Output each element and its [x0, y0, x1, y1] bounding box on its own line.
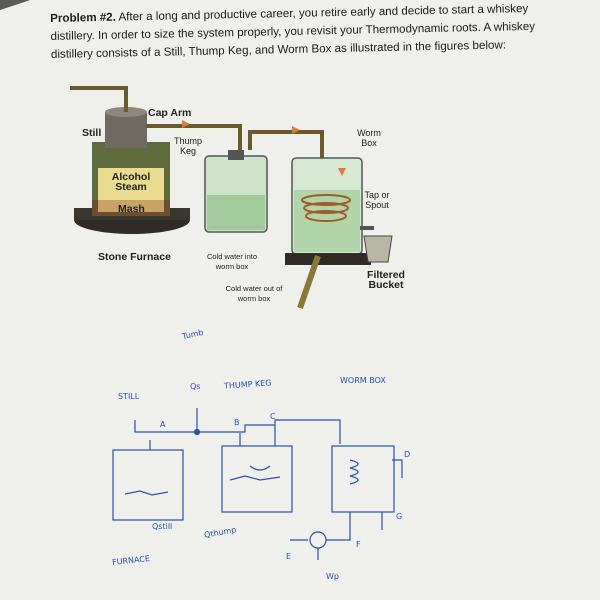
hw-q-still: Qstill: [152, 522, 173, 531]
cap-arm-pipe: [70, 86, 128, 112]
worm-pipe: [248, 130, 324, 160]
label-tap-or-spout: Tap or Spout: [364, 190, 390, 210]
label-worm-box: Worm Box: [357, 128, 381, 148]
label-still: Still: [82, 127, 102, 139]
label-alcohol-steam: Alcohol Steam: [111, 171, 151, 193]
filtered-bucket: [363, 235, 393, 263]
label-thump-keg: Thump Keg: [173, 136, 202, 156]
sketch-worm-box: [331, 445, 395, 513]
label-cold-water-out: Cold water out of worm box: [225, 284, 283, 303]
hw-point-c: C: [270, 412, 276, 421]
problem-body: After a long and productive career, you …: [50, 1, 536, 61]
hw-wp: Wp: [326, 572, 339, 581]
sketch-still: [112, 449, 184, 521]
label-stone-furnace: Stone Furnace: [98, 251, 171, 263]
printed-diagram: [70, 86, 393, 309]
hw-point-e: E: [286, 552, 292, 561]
paper-shadow: [0, 0, 30, 10]
problem-heading: Problem #2.: [50, 10, 117, 25]
hw-point-a: A: [160, 420, 166, 429]
handwritten-sketch: [112, 408, 403, 560]
label-cap-arm: Cap Arm: [148, 107, 192, 119]
hw-point-g: G: [396, 512, 403, 521]
hw-qs: Qs: [190, 382, 201, 391]
label-mash: Mash: [118, 203, 145, 215]
still-cap: [105, 112, 147, 148]
label-filtered-bucket: Filtered Bucket: [367, 269, 405, 291]
hw-point-f: F: [356, 540, 361, 549]
hw-worm-box: WORM BOX: [340, 376, 386, 385]
label-cold-water-into: Cold water into worm box: [206, 252, 258, 271]
problem-statement: Problem #2. After a long and productive …: [50, 0, 571, 64]
hw-point-d: D: [404, 450, 411, 459]
sketch-thump-keg: [221, 445, 293, 513]
hw-still: STILL: [118, 392, 140, 401]
hw-point-b: B: [234, 418, 240, 427]
